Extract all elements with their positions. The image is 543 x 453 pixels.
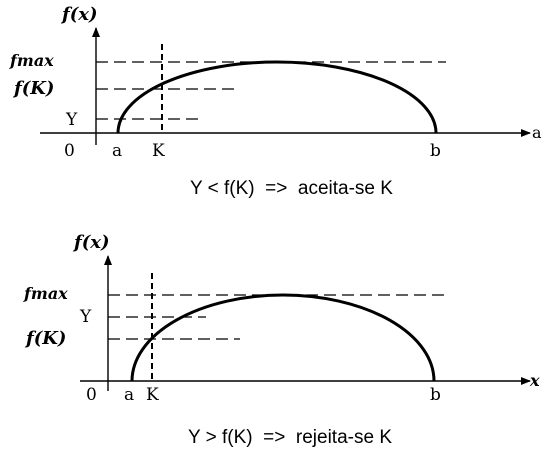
a-label: a xyxy=(112,141,122,161)
caption-reject: Y > f(K) => rejeita-se K xyxy=(188,427,392,448)
Y-label: Y xyxy=(79,307,92,327)
K-label: K xyxy=(152,141,165,161)
fK-label: f(K) xyxy=(12,78,54,99)
density-curve xyxy=(130,293,436,382)
density-curve xyxy=(116,60,438,134)
panel-accept: f(x) fmax f(K) Y 0 a K b a Y < f(K) => a… xyxy=(9,4,542,199)
x-axis-label: a xyxy=(532,123,542,142)
panel-reject: f(x) fmax Y f(K) 0 a K b x Y > f(K) => r… xyxy=(23,232,540,448)
function-label: f(x) xyxy=(60,4,98,25)
caption-accept: Y < f(K) => aceita-se K xyxy=(190,178,393,199)
K-label: K xyxy=(146,385,159,405)
b-label: b xyxy=(430,385,441,405)
origin-label: 0 xyxy=(64,141,75,161)
a-label: a xyxy=(124,385,134,405)
Y-label: Y xyxy=(65,110,78,130)
function-label: f(x) xyxy=(72,232,110,253)
b-label: b xyxy=(430,141,441,161)
fK-label: f(K) xyxy=(24,328,66,349)
x-axis-label: x xyxy=(529,371,540,390)
origin-label: 0 xyxy=(86,385,97,405)
fmax-label: fmax xyxy=(23,284,68,303)
fmax-label: fmax xyxy=(9,51,54,70)
